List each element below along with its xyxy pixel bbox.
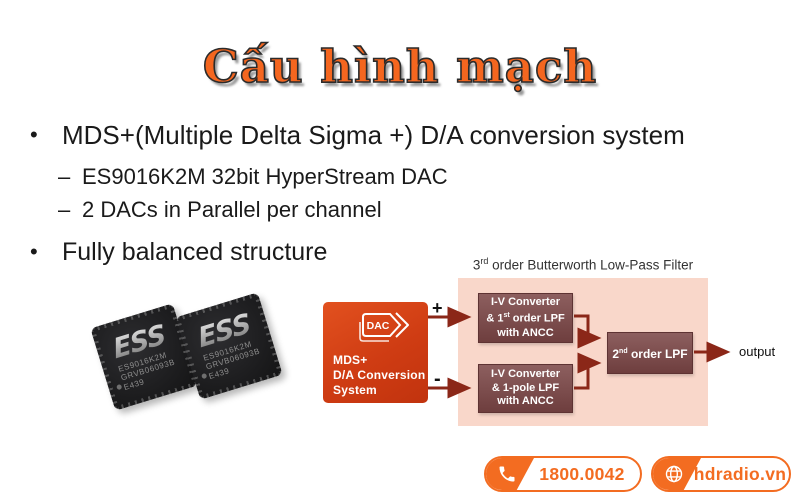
- pin1-marker: [201, 372, 208, 380]
- pin1-marker: [116, 383, 123, 391]
- dac-icon-label: DAC: [367, 320, 390, 332]
- mds-line1: MDS+: [333, 353, 368, 367]
- second-order-lpf-block: 2nd order LPF: [607, 332, 693, 374]
- bullet-text: MDS+(Multiple Delta Sigma +) D/A convers…: [62, 120, 685, 150]
- globe-icon: [665, 465, 683, 483]
- filter-title-sup: rd: [480, 256, 489, 266]
- phone-icon: [499, 466, 515, 482]
- phone-badge[interactable]: 1800.0042: [484, 456, 642, 492]
- mds-line2: D/A Conversion: [333, 368, 426, 382]
- bullet-item: • MDS+(Multiple Delta Sigma +) D/A conve…: [28, 118, 768, 152]
- block-line: & 1-pole LPF: [491, 381, 560, 394]
- bullet-subitem: – ES9016K2M 32bit HyperStream DAC: [28, 160, 768, 193]
- phone-number: 1800.0042: [539, 463, 625, 484]
- page-title: Cấu hình mạch: [202, 39, 598, 94]
- plus-sign: +: [432, 298, 443, 318]
- block-line: with ANCC: [497, 395, 554, 408]
- bullet-marker: •: [30, 122, 38, 147]
- footer-contact-bar: 1800.0042 hdradio.vn: [484, 456, 791, 492]
- bullet-list: • MDS+(Multiple Delta Sigma +) D/A conve…: [28, 118, 768, 269]
- dac-chip-icon: DAC: [359, 312, 409, 342]
- bullet-item: • Fully balanced structure: [28, 235, 768, 269]
- filter-title-num: 3: [472, 257, 481, 273]
- bullet-text: Fully balanced structure: [62, 238, 328, 266]
- bullet-marker: •: [30, 239, 38, 264]
- mds-line3: System: [333, 383, 377, 397]
- filter-panel-title: 3rd order Butterworth Low-Pass Filter: [448, 256, 718, 273]
- block-line: with ANCC: [497, 326, 554, 339]
- block-line: I-V Converter: [490, 368, 561, 381]
- output-label: output: [739, 344, 776, 359]
- iv-converter-top-block: I-V Converter & 1st order LPF with ANCC: [478, 293, 573, 343]
- dash-marker: –: [58, 197, 71, 222]
- dash-marker: –: [58, 164, 71, 189]
- filter-title-rest: order Butterworth Low-Pass Filter: [488, 257, 694, 273]
- block-line: & 1st order LPF: [486, 312, 565, 326]
- mds-block-label: MDS+ D/A Conversion System: [333, 353, 425, 398]
- bullet-text: ES9016K2M 32bit HyperStream DAC: [82, 164, 448, 189]
- minus-sign: -: [434, 368, 441, 390]
- block-line: I-V Converter: [490, 295, 561, 308]
- bullet-text: 2 DACs in Parallel per channel: [82, 197, 382, 222]
- website-url: hdradio.vn: [693, 463, 787, 484]
- block-line: 2nd order LPF: [612, 346, 688, 361]
- mds-dac-block: DAC MDS+ D/A Conversion System: [323, 302, 428, 403]
- website-badge[interactable]: hdradio.vn: [651, 456, 791, 492]
- iv-converter-bottom-block: I-V Converter & 1-pole LPF with ANCC: [478, 364, 573, 413]
- bullet-subitem: – 2 DACs in Parallel per channel: [28, 193, 768, 226]
